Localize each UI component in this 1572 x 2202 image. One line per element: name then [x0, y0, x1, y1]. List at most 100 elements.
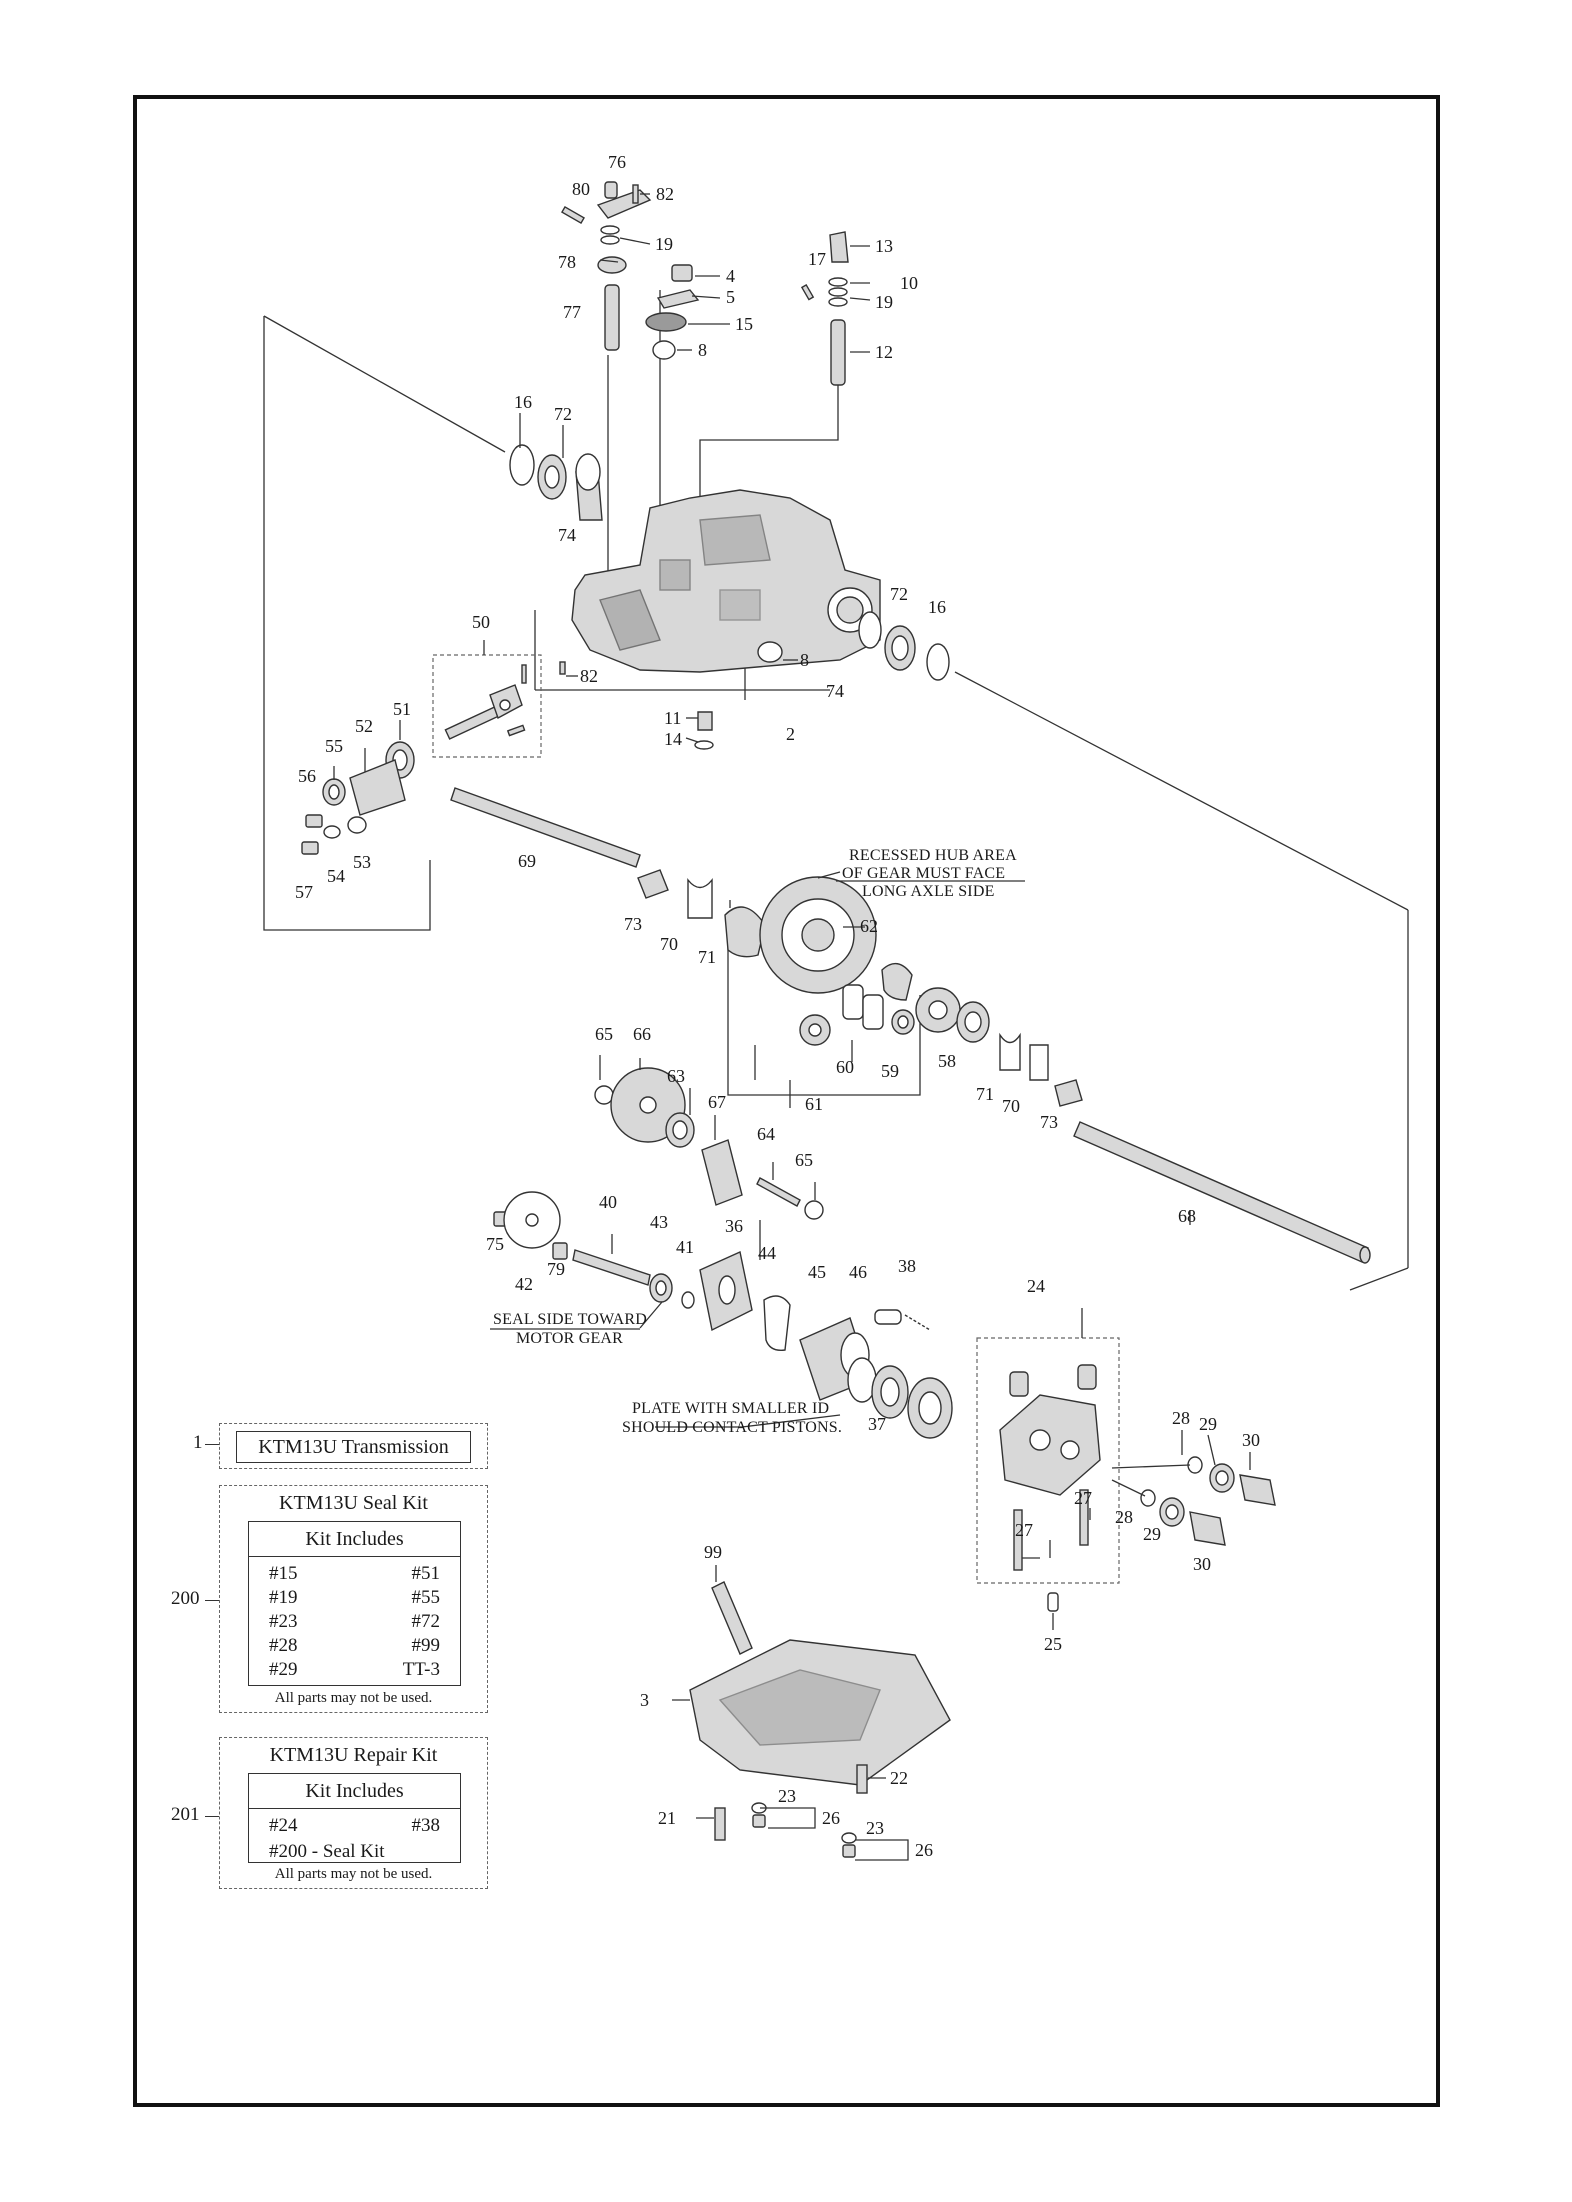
label-73: 73: [624, 914, 642, 934]
label-36: 36: [725, 1216, 743, 1236]
seal-kit-title: KTM13U Seal Kit: [279, 1492, 428, 1514]
label-8b: 8: [800, 650, 809, 670]
page-border: [133, 95, 1440, 2107]
seal-kit-item: #72: [411, 1611, 441, 1632]
label-23: 23: [778, 1786, 796, 1806]
label-77: 77: [563, 302, 581, 322]
label-37: 37: [868, 1414, 886, 1434]
label-22: 22: [890, 1768, 908, 1788]
repair-kit-seal-kit-line: #200 - Seal Kit: [269, 1841, 385, 1862]
seal-kit-item: #51: [411, 1563, 441, 1584]
label-40: 40: [599, 1192, 617, 1212]
label-19b: 19: [875, 292, 893, 312]
assembly-notes: RECESSED HUB AREA OF GEAR MUST FACE LONG…: [490, 847, 1025, 1436]
label-66: 66: [633, 1024, 651, 1044]
label-69: 69: [518, 851, 536, 871]
label-63: 63: [667, 1066, 685, 1086]
seal-kit-box: KTM13U Seal Kit Kit Includes #15 #51 #19…: [219, 1485, 488, 1713]
label-78: 78: [558, 252, 576, 272]
seal-note-line1: SEAL SIDE TOWARD: [493, 1311, 647, 1328]
label-70b: 70: [1002, 1096, 1020, 1116]
label-44: 44: [758, 1243, 776, 1263]
gear-note-line1: RECESSED HUB AREA: [849, 847, 1017, 864]
label-79: 79: [547, 1259, 565, 1279]
label-71: 71: [698, 947, 716, 967]
label-10: 10: [900, 273, 918, 293]
label-41: 41: [676, 1237, 694, 1257]
label-26b: 26: [915, 1840, 933, 1860]
label-29b: 29: [1143, 1524, 1161, 1544]
label-64: 64: [757, 1124, 775, 1144]
label-26: 26: [822, 1808, 840, 1828]
top-linkage-parts: [561, 181, 849, 386]
label-74: 74: [558, 525, 576, 545]
transmission-kit-title: KTM13U Transmission: [236, 1431, 471, 1463]
leader-lines: [333, 193, 1251, 1861]
label-30b: 30: [1193, 1554, 1211, 1574]
label-82: 82: [656, 184, 674, 204]
label-65: 65: [595, 1024, 613, 1044]
label-65b: 65: [795, 1150, 813, 1170]
label-72b: 72: [890, 584, 908, 604]
label-60: 60: [836, 1057, 854, 1077]
repair-kit-header: Kit Includes: [249, 1774, 460, 1809]
main-housing: [571, 489, 881, 673]
label-16: 16: [514, 392, 532, 412]
seal-kit-leader: [205, 1600, 219, 1601]
seal-kit-item: #23: [269, 1611, 298, 1632]
label-3: 3: [640, 1690, 649, 1710]
seal-kit-item: #55: [411, 1587, 441, 1608]
repair-kit-footer: All parts may not be used.: [274, 1866, 433, 1882]
part-labels: 80 76 82 19 78 77 4 5 15 8 17 13 10 19 1…: [295, 152, 1260, 1860]
label-13: 13: [875, 236, 893, 256]
label-71b: 71: [976, 1084, 994, 1104]
seal-kit-items: #15 #51 #19 #55 #23 #72 #28 #99 #29 TT-3: [249, 1557, 460, 1685]
label-5: 5: [726, 287, 735, 307]
label-73b: 73: [1040, 1112, 1058, 1132]
label-50: 50: [472, 612, 490, 632]
label-59: 59: [881, 1061, 899, 1081]
gear-note-line3: LONG AXLE SIDE: [862, 883, 995, 900]
label-2: 2: [786, 724, 795, 744]
label-58: 58: [938, 1051, 956, 1071]
label-67: 67: [708, 1092, 726, 1112]
label-61: 61: [805, 1094, 823, 1114]
seal-kit-item: TT-3: [402, 1659, 440, 1680]
gear-note-line2: OF GEAR MUST FACE: [842, 865, 1005, 882]
label-82b: 82: [580, 666, 598, 686]
label-12: 12: [875, 342, 893, 362]
label-53: 53: [353, 852, 371, 872]
repair-kit-leader: [205, 1816, 219, 1817]
axle-bearings: [509, 444, 950, 750]
reduction-gears: [594, 1067, 824, 1220]
label-16b: 16: [928, 597, 946, 617]
label-68: 68: [1178, 1206, 1196, 1226]
seal-kit-item: #15: [269, 1563, 298, 1584]
seal-kit-header: Kit Includes: [249, 1522, 460, 1557]
repair-kit-item: #38: [411, 1815, 441, 1836]
differential-gears: [637, 869, 1083, 1107]
repair-kit-table: Kit Includes #24 #38 #200 - Seal Kit: [248, 1773, 461, 1863]
label-23b: 23: [866, 1818, 884, 1838]
label-28: 28: [1172, 1408, 1190, 1428]
label-15: 15: [735, 314, 753, 334]
label-80: 80: [572, 179, 590, 199]
label-52: 52: [355, 716, 373, 736]
label-46: 46: [849, 1262, 867, 1282]
label-51: 51: [393, 699, 411, 719]
label-38: 38: [898, 1256, 916, 1276]
seal-kit-item: #19: [269, 1587, 298, 1608]
label-56: 56: [298, 766, 316, 786]
label-25: 25: [1044, 1634, 1062, 1654]
label-75: 75: [486, 1234, 504, 1254]
seal-kit-item: #28: [269, 1635, 298, 1656]
label-55: 55: [325, 736, 343, 756]
label-21: 21: [658, 1808, 676, 1828]
axle-shafts: [450, 787, 1371, 1264]
label-76: 76: [608, 152, 626, 172]
seal-kit-number: 200: [171, 1588, 200, 1609]
transmission-kit-leader: [205, 1444, 219, 1445]
label-30: 30: [1242, 1430, 1260, 1450]
label-45: 45: [808, 1262, 826, 1282]
